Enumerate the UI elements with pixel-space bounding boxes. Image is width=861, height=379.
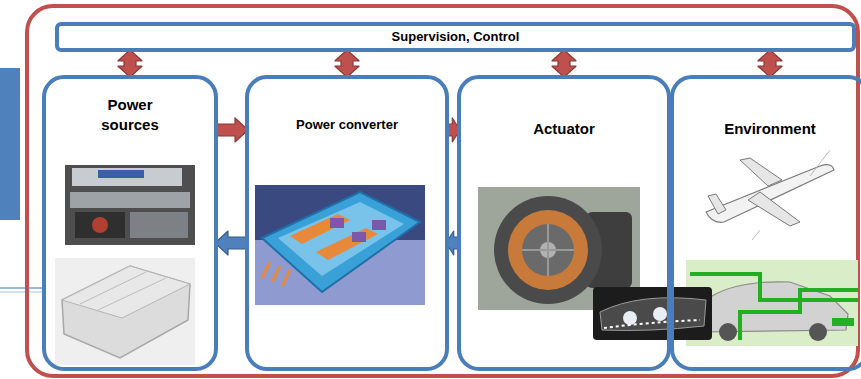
system-frame [27,6,858,376]
side-tab [0,68,20,220]
rotor-spoke [522,249,574,251]
wheel [809,323,827,341]
flow-arrow [335,50,359,77]
battery-rib [98,278,166,310]
headlight-lamp [623,311,637,325]
engine-part [75,212,125,238]
node-label: Power sources [85,95,175,135]
node-label: Actuator [461,119,667,139]
engine-cover [72,168,182,186]
motor-winding [508,210,588,290]
headlight-lens [600,298,706,331]
pin [282,270,290,286]
slide-rule [0,287,44,289]
airplane-drawing [690,140,855,245]
wheel [719,323,737,341]
engine-part [130,212,188,238]
flow-arrow [215,118,248,142]
battery-rib [80,272,146,304]
engine-photo [65,165,195,245]
harness-block [832,318,854,326]
block-box: Power converter [245,75,449,371]
battery-pack [62,266,190,358]
battery-lid [62,266,190,318]
module-frame [262,192,420,292]
block-box: Environment [670,75,861,371]
pin [262,262,270,278]
chip [352,232,366,242]
converter-render [255,185,425,305]
engine-label [98,170,144,178]
headlight-photo [593,287,712,340]
busbar [316,228,378,260]
harness-line [690,274,858,300]
engine-part [92,217,108,233]
battery-photo [55,258,195,365]
wing [740,158,782,186]
module-base [278,202,404,276]
block-box: Actuator [457,75,671,371]
harness-line [740,290,858,340]
slide-rule [0,291,44,293]
busbar [290,214,350,244]
engine-part [70,192,190,208]
wing [748,192,800,226]
node-label: Environment [674,119,861,139]
motor-body [494,196,602,304]
node-label: Supervision, Control [59,29,852,45]
flow-arrow [552,50,576,77]
headlight-lamp [653,307,667,321]
chip [330,218,344,228]
chip [372,220,386,230]
led-strip [604,320,700,328]
leader-line [752,230,760,240]
flow-arrow [215,231,248,255]
flow-arrow [758,50,782,77]
flow-arrow [118,50,142,77]
leader-line [810,150,830,176]
block-box: Power sources [42,75,218,371]
tail-fin [708,194,726,214]
motor-rotor [522,224,574,276]
node-label: Power converter [249,116,445,134]
control-bar: Supervision, Control [55,22,856,52]
pin [272,266,280,282]
